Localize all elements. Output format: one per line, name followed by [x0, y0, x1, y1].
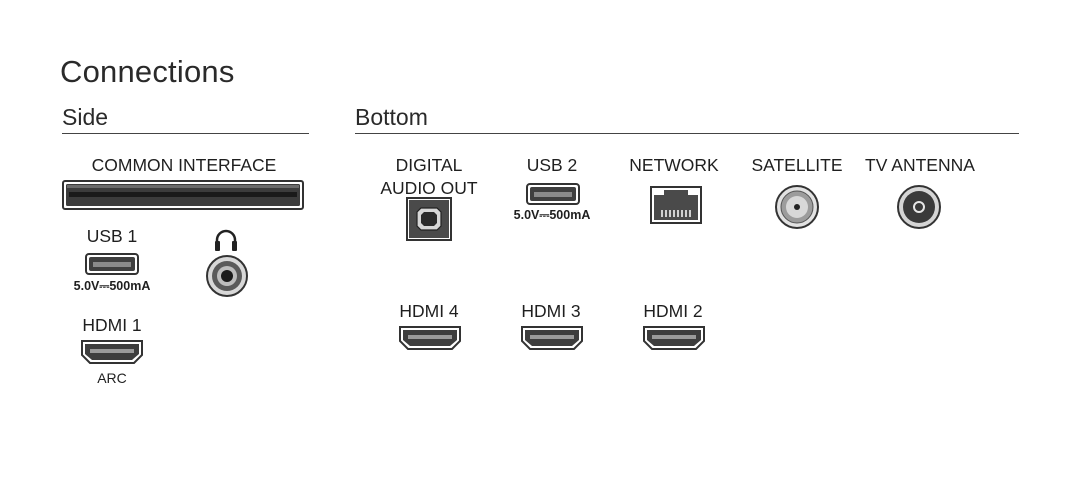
bottom-divider — [355, 133, 1019, 134]
digital-audio-label-line1: DIGITAL — [395, 155, 463, 175]
headphone-jack-icon — [205, 254, 249, 298]
tv-antenna-label: TV ANTENNA — [865, 155, 975, 175]
usb1-label: USB 1 — [86, 226, 138, 246]
network-label: NETWORK — [629, 155, 719, 175]
hdmi-port-icon — [80, 339, 144, 365]
hdmi-port-icon — [642, 325, 706, 351]
antenna-connector-icon — [896, 184, 942, 230]
side-heading: Side — [62, 104, 109, 130]
bottom-heading: Bottom — [355, 104, 428, 130]
usb1-rating: 5.0V⎓500mA — [73, 279, 151, 293]
usb2-rating: 5.0V⎓500mA — [513, 208, 591, 222]
common-interface-slot-icon — [62, 180, 304, 210]
hdmi3-label: HDMI 3 — [521, 301, 581, 321]
hdmi-port-icon — [520, 325, 584, 351]
page-title: Connections — [60, 54, 235, 89]
hdmi1-label: HDMI 1 — [82, 315, 142, 335]
common-interface-label: COMMON INTERFACE — [91, 155, 277, 175]
usb-port-icon — [526, 183, 580, 205]
usb-port-icon — [85, 253, 139, 275]
hdmi4-label: HDMI 4 — [399, 301, 459, 321]
ethernet-port-icon — [650, 186, 702, 224]
hdmi1-arc-label: ARC — [97, 370, 127, 386]
digital-audio-label-line2: AUDIO OUT — [380, 178, 478, 198]
satellite-label: SATELLITE — [751, 155, 843, 175]
headphones-icon — [213, 228, 239, 252]
optical-port-icon — [406, 197, 452, 241]
hdmi-port-icon — [398, 325, 462, 351]
side-divider — [62, 133, 309, 134]
satellite-connector-icon — [774, 184, 820, 230]
hdmi2-label: HDMI 2 — [643, 301, 703, 321]
usb2-label: USB 2 — [526, 155, 578, 175]
